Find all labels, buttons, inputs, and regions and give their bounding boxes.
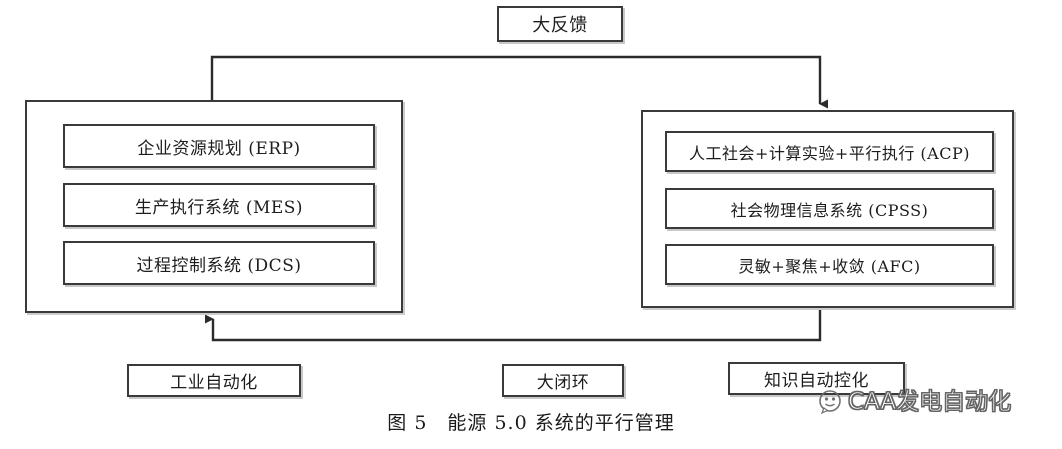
node-knowledge-automation: 知识自动控化 [728,362,905,395]
node-mes: 生产执行系统 (MES) [63,183,375,227]
node-acp: 人工社会+计算实验+平行执行 (ACP) [665,131,994,172]
node-big-closed-loop-label: 大闭环 [536,373,590,393]
node-cpss: 社会物理信息系统 (CPSS) [665,188,994,229]
node-top-feedback-label: 大反馈 [532,15,588,36]
node-mes-label: 生产执行系统 (MES) [134,197,304,218]
node-erp-label: 企业资源规划 (ERP) [137,138,301,159]
connector-left-to-right-feedback [210,55,828,109]
node-dcs: 过程控制系统 (DCS) [63,241,375,285]
watermark-text: CAA发电自动化 [847,388,1012,415]
node-top-feedback: 大反馈 [497,6,623,42]
node-afc: 灵敏+聚焦+收敛 (AFC) [665,244,994,285]
node-big-closed-loop: 大闭环 [502,364,624,397]
node-afc-label: 灵敏+聚焦+收敛 (AFC) [738,256,921,276]
node-industrial-automation: 工业自动化 [127,364,301,397]
figure-caption-text: 图 5 能源 5.0 系统的平行管理 [387,412,675,434]
figure-caption: 图 5 能源 5.0 系统的平行管理 [0,408,1062,435]
node-industrial-automation-label: 工业自动化 [170,373,258,393]
node-cpss-label: 社会物理信息系统 (CPSS) [730,200,929,220]
watermark: CAA发电自动化 [818,388,1012,415]
node-knowledge-automation-label: 知识自动控化 [764,371,869,391]
node-acp-label: 人工社会+计算实验+平行执行 (ACP) [689,143,970,163]
node-dcs-label: 过程控制系统 (DCS) [136,255,302,276]
node-erp: 企业资源规划 (ERP) [63,124,375,168]
caa-circle-logo-icon [819,390,841,415]
